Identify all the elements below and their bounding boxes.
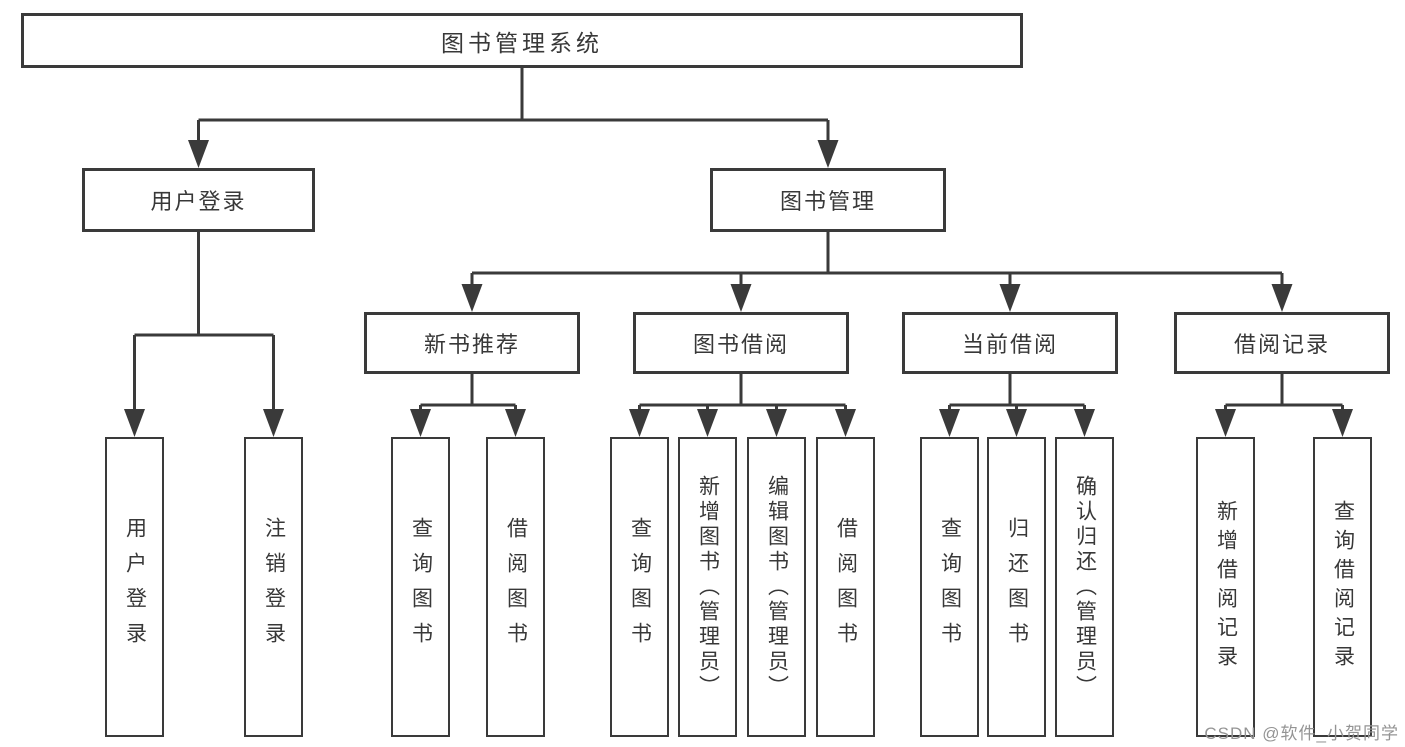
arrowhead-icon [730, 284, 752, 312]
arrowhead-icon [1332, 409, 1353, 437]
arrowhead-icon [505, 409, 526, 437]
node-current-borrowing: 当前借阅 [902, 312, 1118, 374]
node-book-management: 图书管理 [710, 168, 946, 232]
node-logout: 注销登录 [244, 437, 303, 737]
arrowhead-icon [629, 409, 650, 437]
arrowhead-icon [999, 284, 1021, 312]
node-confirm-return-admin: 确认归还（管理员） [1055, 437, 1114, 737]
node-new-book-recommend: 新书推荐 [364, 312, 580, 374]
arrowheads [124, 140, 1353, 437]
node-edit-book-admin: 编辑图书（管理员） [747, 437, 806, 737]
node-login: 用户登录 [105, 437, 164, 737]
node-user-login: 用户登录 [82, 168, 315, 232]
arrowhead-icon [1006, 409, 1027, 437]
node-borrow-records: 借阅记录 [1174, 312, 1390, 374]
arrowhead-icon [1271, 284, 1293, 312]
arrowhead-icon [817, 140, 839, 168]
node-recommend-query-books: 查询图书 [391, 437, 450, 737]
node-borrowing-query-books: 查询图书 [610, 437, 669, 737]
arrowhead-icon [766, 409, 787, 437]
csdn-watermark: CSDN @软件_小贺同学 [1204, 724, 1399, 743]
arrowhead-icon [263, 409, 284, 437]
node-borrowing-borrow-books: 借阅图书 [816, 437, 875, 737]
arrowhead-icon [124, 409, 145, 437]
node-current-query-books: 查询图书 [920, 437, 979, 737]
node-add-book-admin: 新增图书（管理员） [678, 437, 737, 737]
arrowhead-icon [1215, 409, 1236, 437]
arrowhead-icon [410, 409, 431, 437]
node-query-borrow-record: 查询借阅记录 [1313, 437, 1372, 737]
node-library-system: 图书管理系统 [21, 13, 1023, 68]
arrowhead-icon [939, 409, 960, 437]
node-book-borrowing: 图书借阅 [633, 312, 849, 374]
arrowhead-icon [697, 409, 718, 437]
node-return-book: 归还图书 [987, 437, 1046, 737]
arrowhead-icon [188, 140, 209, 168]
arrowhead-icon [1074, 409, 1095, 437]
connector-lines [133, 66, 1344, 413]
node-recommend-borrow-books: 借阅图书 [486, 437, 545, 737]
arrowhead-icon [461, 284, 483, 312]
node-add-borrow-record: 新增借阅记录 [1196, 437, 1255, 737]
arrowhead-icon [835, 409, 856, 437]
